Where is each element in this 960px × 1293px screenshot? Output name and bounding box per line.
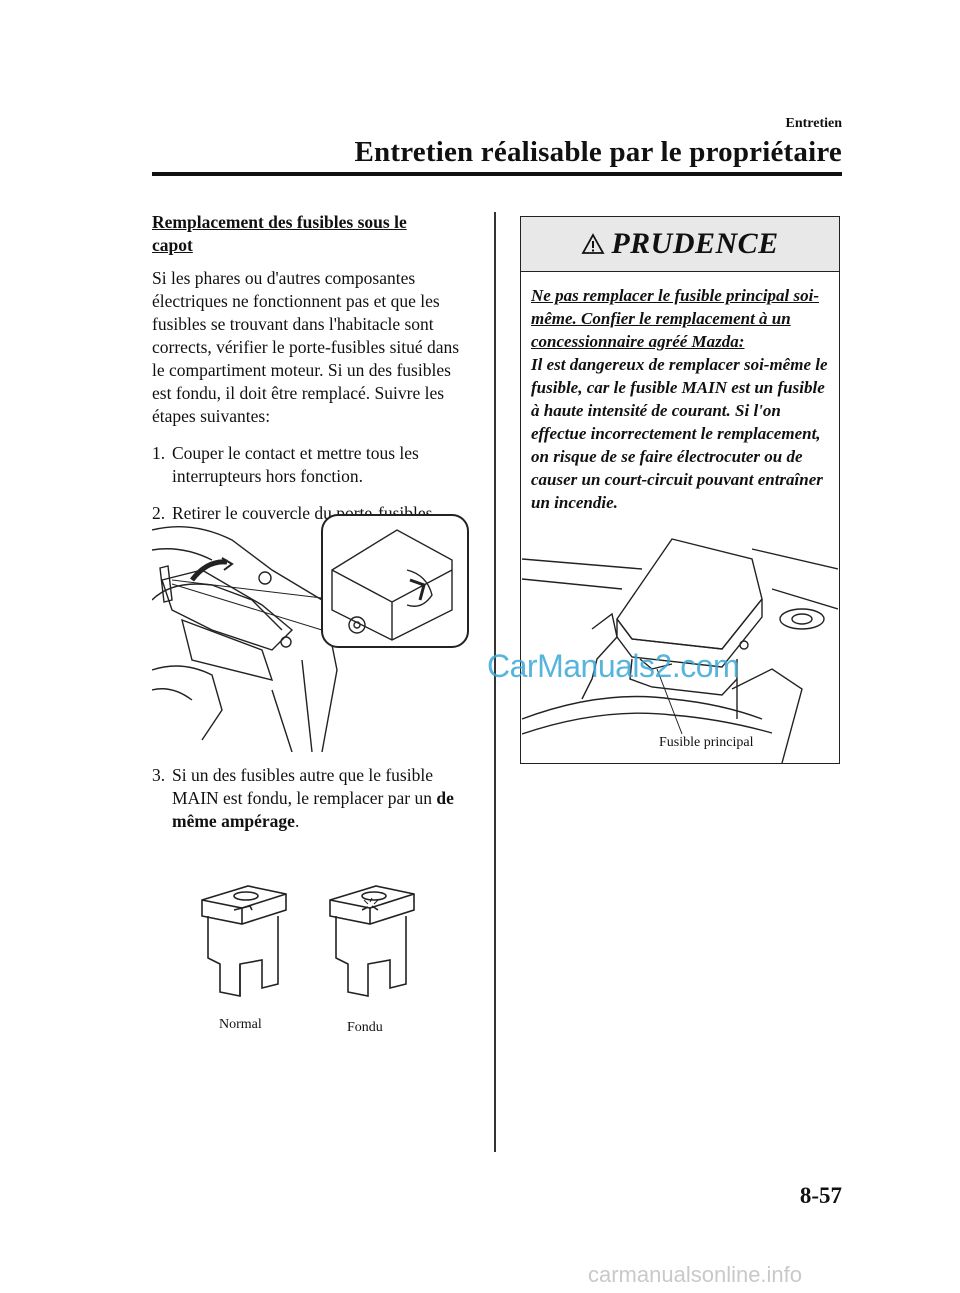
main-fuse-illustration [522,538,838,763]
page-number: 8-57 [799,1183,842,1208]
left-column-lower: 3.Si un des fusibles autre que le fusibl… [152,764,472,833]
step-3: 3.Si un des fusibles autre que le fusibl… [152,765,454,831]
fuse-normal-label: Normal [219,1017,262,1032]
caution-body: Ne pas remplacer le fusible principal so… [521,272,839,514]
intro-paragraph: Si les phares ou d'autres composantes él… [152,268,460,426]
warning-triangle-icon [581,233,605,254]
caution-text: Il est dangereux de remplacer soi-même l… [531,355,828,512]
column-divider [494,212,496,1152]
fuse-box-cover-illustration [152,514,469,752]
fuse-comparison-illustration [201,885,415,997]
fuse-blown-label: Fondu [347,1020,383,1035]
caution-title: PRUDENCE [611,227,779,260]
subheading: Remplacement des fusibles sous le capot [152,212,407,255]
step-1: 1.Couper le contact et mettre tous les i… [152,443,419,486]
caution-lead: Ne pas remplacer le fusible principal so… [531,286,820,351]
section-label: Entretien [785,116,842,131]
left-column: Remplacement des fusibles sous le capot … [152,211,472,525]
footer-site-watermark: carmanualsonline.info [588,1262,803,1287]
caution-box: PRUDENCE Ne pas remplacer le fusible pri… [520,216,840,764]
watermark-logo: CarManuals2.com [487,648,740,684]
caution-header: PRUDENCE [521,217,839,272]
page-title: Entretien réalisable par le propriétaire [354,136,842,168]
header-rule [152,172,842,176]
main-fuse-label: Fusible principal [657,735,756,751]
